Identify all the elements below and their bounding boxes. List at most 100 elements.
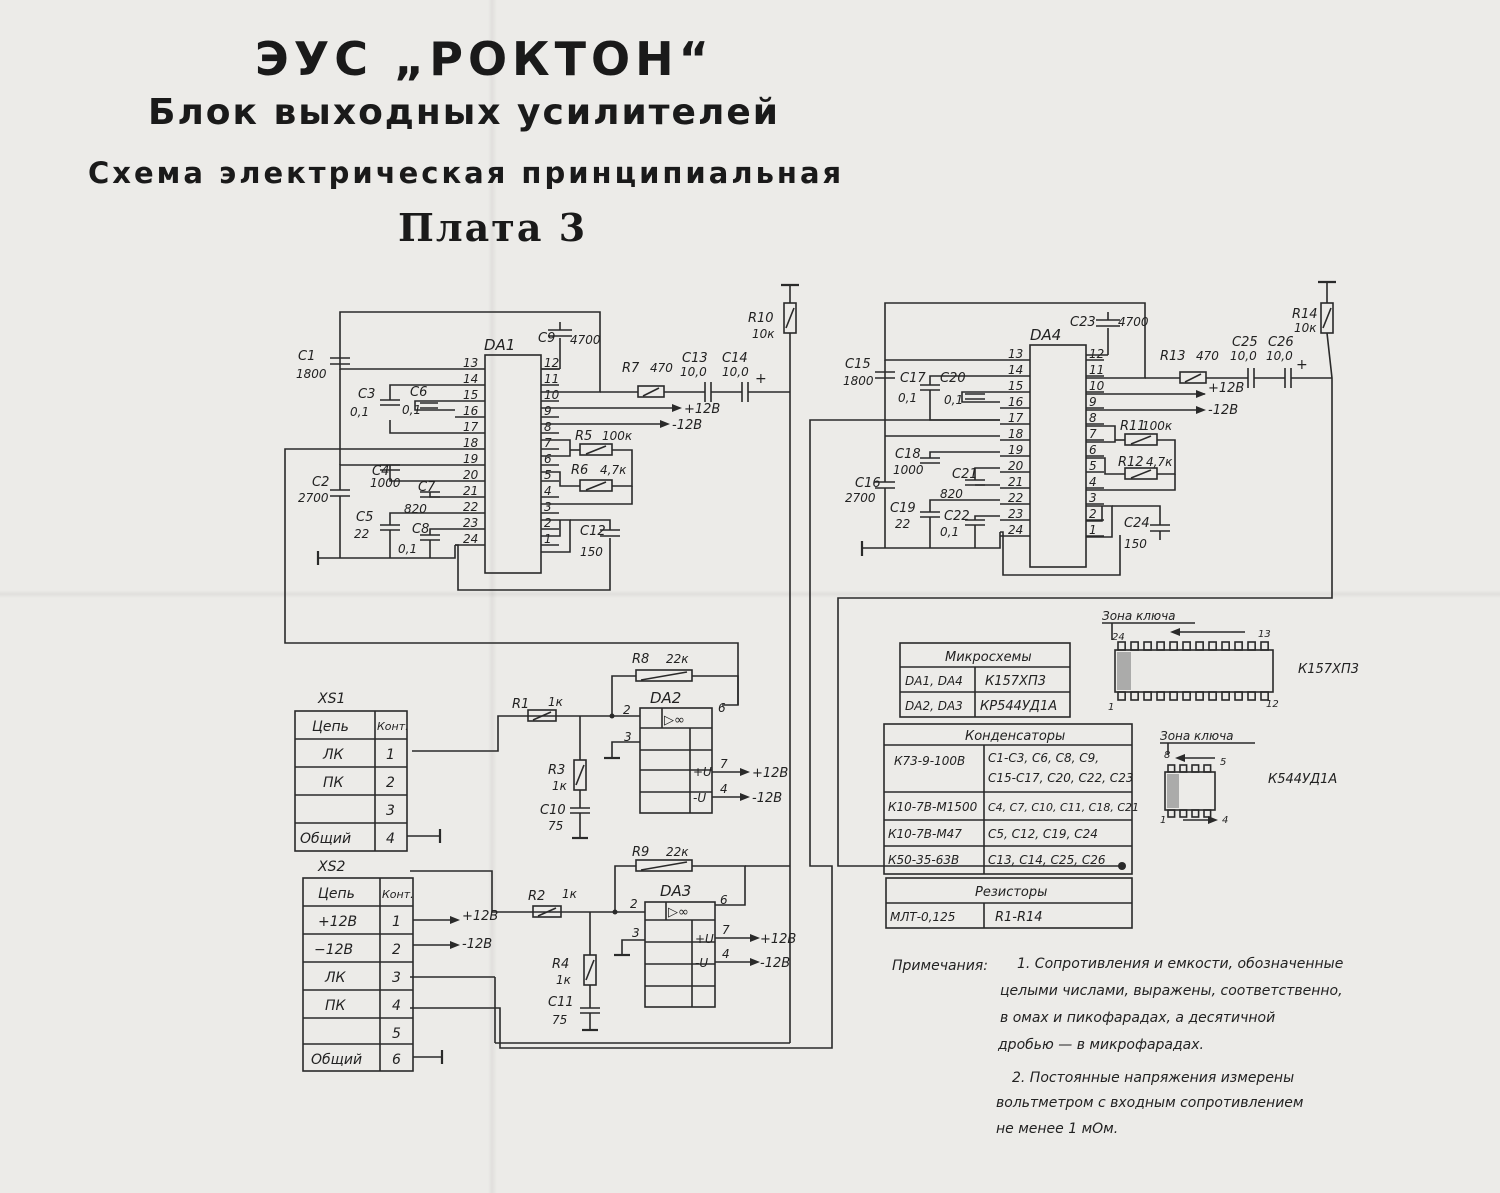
- notes-label: Примечания:: [892, 958, 988, 974]
- svg-text:-12В: -12В: [752, 791, 782, 806]
- pin-number: 8: [1089, 411, 1097, 425]
- da2-chip: [639, 707, 713, 814]
- pin-number: 21: [1008, 475, 1023, 489]
- resistor-r12: [1124, 467, 1158, 480]
- svg-text:2: 2: [392, 942, 401, 958]
- package-pin: [1130, 691, 1139, 701]
- resistor-r6: [579, 479, 613, 492]
- svg-text:+: +: [1296, 357, 1308, 373]
- svg-text:C26: C26: [1268, 335, 1294, 350]
- svg-text:▷∞: ▷∞: [668, 905, 689, 920]
- svg-text:+U: +U: [695, 932, 714, 946]
- svg-text:-12В: -12В: [1208, 403, 1238, 418]
- svg-text:-U: -U: [695, 956, 708, 970]
- package-pin: [1156, 691, 1165, 701]
- pin-number: 20: [463, 468, 479, 482]
- package-pin: [1203, 764, 1212, 773]
- pin-number: 7: [1089, 427, 1097, 441]
- pin-number: 19: [463, 452, 478, 466]
- svg-text:6: 6: [392, 1052, 401, 1068]
- svg-text:C15-C17, C20, C22, C23: C15-C17, C20, C22, C23: [988, 771, 1133, 785]
- svg-text:+12В: +12В: [462, 909, 498, 924]
- pin-number: 3: [1089, 491, 1097, 505]
- svg-text:R1-R14: R1-R14: [995, 910, 1043, 925]
- svg-text:+12В: +12В: [752, 766, 788, 781]
- svg-text:820: 820: [940, 487, 963, 501]
- svg-text:4: 4: [392, 998, 401, 1014]
- pin-number: 16: [463, 404, 479, 418]
- svg-text:7: 7: [722, 923, 730, 937]
- svg-text:7: 7: [720, 757, 728, 771]
- svg-text:13: 13: [1258, 629, 1271, 640]
- svg-text:C3: C3: [358, 387, 375, 402]
- package-pin: [1182, 641, 1191, 651]
- package-pin: [1234, 691, 1243, 701]
- pin-number: 23: [463, 516, 478, 530]
- svg-text:C9: C9: [538, 331, 555, 346]
- svg-text:C19: C19: [890, 501, 916, 516]
- svg-text:Зона ключа: Зона ключа: [1160, 729, 1234, 743]
- svg-text:DA2: DA2: [650, 689, 681, 707]
- svg-text:R5: R5: [575, 429, 592, 444]
- svg-text:820: 820: [404, 502, 427, 516]
- da1-block: DA1 131415161718192021222324121110987654…: [284, 283, 799, 1043]
- svg-text:3: 3: [624, 730, 632, 744]
- svg-text:R2: R2: [528, 889, 545, 904]
- package-pin: [1169, 691, 1178, 701]
- svg-text:1800: 1800: [296, 367, 327, 381]
- svg-text:4,7к: 4,7к: [1146, 455, 1173, 469]
- svg-text:К73-9-100В: К73-9-100В: [894, 754, 965, 768]
- pin-number: 18: [1008, 427, 1024, 441]
- svg-text:2700: 2700: [298, 491, 329, 505]
- package-pin: [1247, 691, 1256, 701]
- svg-text:ПК: ПК: [323, 775, 345, 791]
- svg-text:C8: C8: [412, 522, 429, 537]
- svg-text:вольтметром с входным сопротив: вольтметром с входным сопротивлением: [996, 1095, 1304, 1111]
- da4-chip: [1029, 344, 1087, 568]
- pin-number: 19: [1008, 443, 1023, 457]
- svg-text:R4: R4: [552, 957, 569, 972]
- svg-text:R3: R3: [548, 763, 565, 778]
- svg-text:целыми числами, выражены, соот: целыми числами, выражены, соответственно…: [1000, 983, 1343, 999]
- svg-text:Общий: Общий: [300, 831, 351, 847]
- svg-text:C14: C14: [722, 351, 748, 366]
- pin-number: 14: [463, 372, 478, 386]
- svg-text:2: 2: [630, 897, 638, 911]
- da3-block: DA3 ▷∞ R2 1к R9 22к 2 6 R4 1к C11 75 3 +…: [410, 845, 796, 1044]
- pin-number: 2: [1089, 507, 1097, 521]
- svg-text:4: 4: [720, 782, 728, 796]
- package-pin: [1260, 691, 1269, 701]
- svg-text:10,0: 10,0: [1266, 349, 1293, 363]
- da4-block: DA4 131415161718192021222324121110987654…: [410, 280, 1336, 1049]
- svg-text:C5, C12, C19, C24: C5, C12, C19, C24: [988, 827, 1098, 841]
- package-pin: [1191, 764, 1200, 773]
- svg-text:C11: C11: [548, 995, 574, 1010]
- svg-text:1к: 1к: [562, 887, 578, 901]
- svg-text:100к: 100к: [602, 429, 633, 443]
- svg-text:DA3: DA3: [660, 882, 691, 900]
- pin-number: 9: [1089, 395, 1097, 409]
- svg-text:4: 4: [386, 831, 395, 847]
- svg-text:R6: R6: [571, 463, 588, 478]
- pin-number: 6: [1089, 443, 1097, 457]
- svg-text:Цепь: Цепь: [312, 719, 349, 735]
- package-pin: [1195, 641, 1204, 651]
- svg-text:1к: 1к: [548, 695, 564, 709]
- svg-text:10,0: 10,0: [722, 365, 749, 379]
- svg-text:Конденсаторы: Конденсаторы: [965, 729, 1065, 744]
- pin-number: 18: [463, 436, 479, 450]
- svg-text:К50-35-63В: К50-35-63В: [888, 853, 959, 867]
- svg-text:0,1: 0,1: [398, 542, 417, 556]
- svg-text:C2: C2: [312, 475, 329, 490]
- svg-text:150: 150: [1124, 537, 1147, 551]
- svg-text:22: 22: [895, 517, 910, 531]
- package-k544-label: К544УД1А: [1268, 772, 1337, 787]
- svg-text:C15: C15: [845, 357, 871, 372]
- pin-number: 5: [1089, 459, 1097, 473]
- svg-text:22к: 22к: [666, 845, 689, 859]
- scheme-title: Схема электрическая принципиальная: [88, 156, 845, 190]
- svg-text:22к: 22к: [666, 652, 689, 666]
- svg-text:470: 470: [1196, 349, 1219, 363]
- xs2-connector: XS2 Цепь Конт. +12В 1 −12В 2 ЛК 3 ПК 4 5…: [302, 859, 498, 1072]
